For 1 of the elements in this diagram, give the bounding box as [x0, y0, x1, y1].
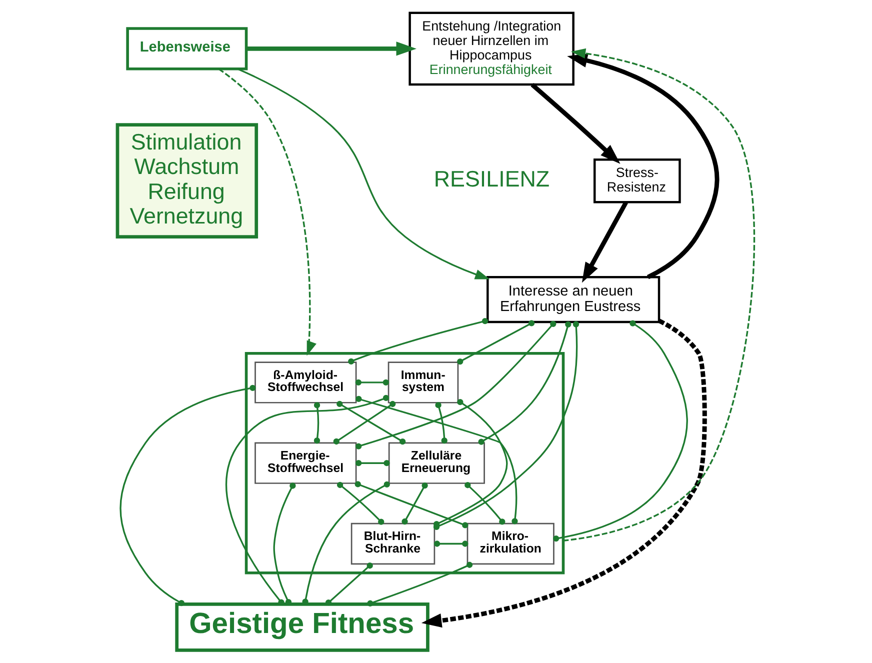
- label: RESILIENZ: [434, 166, 550, 192]
